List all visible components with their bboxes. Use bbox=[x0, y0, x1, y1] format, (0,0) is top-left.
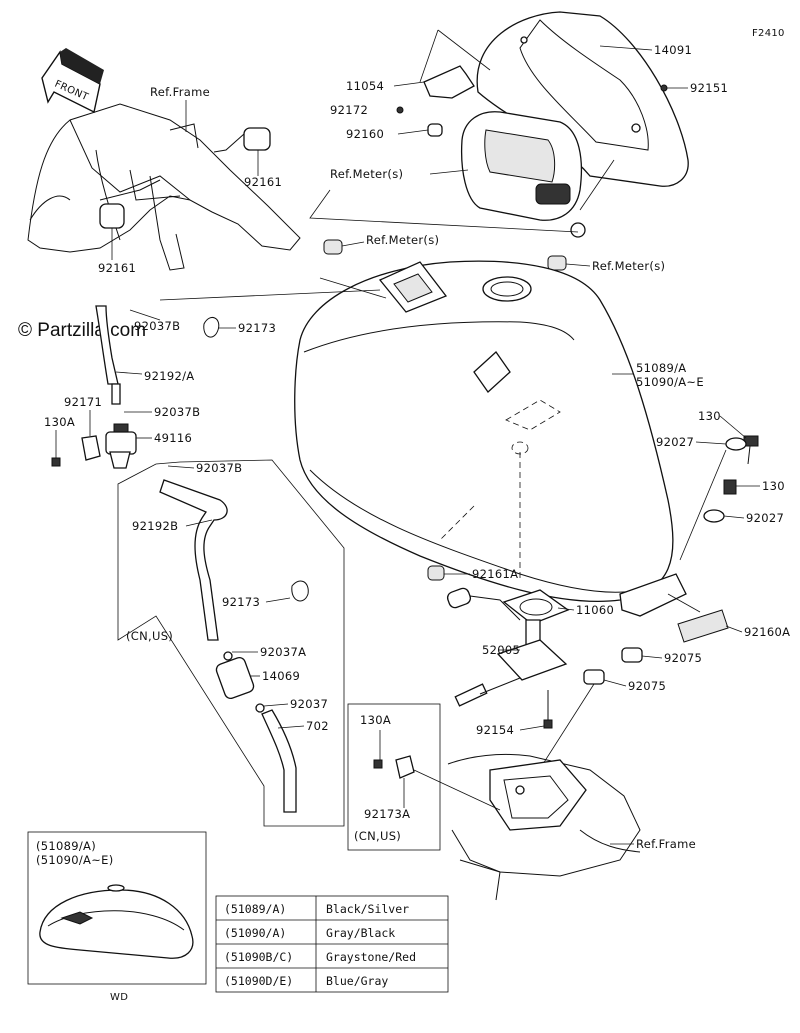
label-92173-a: 92173 bbox=[238, 321, 276, 335]
label-130-a: 130 bbox=[698, 409, 721, 423]
label-92037A: 92037A bbox=[260, 645, 306, 659]
label-92161-a: 92161 bbox=[244, 175, 282, 189]
label-92075-a: 92075 bbox=[664, 651, 702, 665]
label-92172: 92172 bbox=[330, 103, 368, 117]
label-92037B-a: 92037B bbox=[134, 319, 180, 333]
label-51089: 51089/A bbox=[636, 361, 686, 375]
label-130A-a: 130A bbox=[44, 415, 75, 429]
label-14091: 14091 bbox=[654, 43, 692, 57]
label-51090: 51090/A~E bbox=[636, 375, 704, 389]
label-92075-b: 92075 bbox=[628, 679, 666, 693]
frame-bottom-illustration bbox=[447, 753, 641, 901]
label-92160: 92160 bbox=[346, 127, 384, 141]
label-130A-b: 130A bbox=[360, 713, 391, 727]
ref-frame-bottom: Ref.Frame bbox=[636, 837, 696, 851]
label-130-b: 130 bbox=[762, 479, 785, 493]
label-702: 702 bbox=[306, 719, 329, 733]
frame-top-illustration bbox=[27, 103, 301, 271]
table-row-2-code: (51090/A) bbox=[224, 926, 286, 940]
table-row-4-color: Blue/Gray bbox=[326, 974, 388, 988]
label-92173-b: 92173 bbox=[222, 595, 260, 609]
label-92037: 92037 bbox=[290, 697, 328, 711]
table-row-1-color: Black/Silver bbox=[326, 902, 409, 916]
ref-meters-3: Ref.Meter(s) bbox=[592, 259, 665, 273]
inset-caption: WD bbox=[110, 992, 128, 1003]
table-row-1-code: (51089/A) bbox=[224, 902, 286, 916]
label-92173A: 92173A bbox=[364, 807, 410, 821]
label-92027-a: 92027 bbox=[656, 435, 694, 449]
meter-cover-illustration bbox=[396, 11, 689, 238]
front-arrow-icon: FRONT bbox=[41, 48, 104, 114]
label-92027-b: 92027 bbox=[746, 511, 784, 525]
bolt-130-a-icon bbox=[743, 435, 759, 465]
ref-frame-top: Ref.Frame bbox=[150, 85, 210, 99]
fuel-tank-illustration bbox=[294, 260, 687, 617]
table-row-2-color: Gray/Black bbox=[326, 926, 395, 940]
label-11054: 11054 bbox=[346, 79, 384, 93]
label-92192A: 92192/A bbox=[144, 369, 194, 383]
cn-us-box-b bbox=[347, 703, 441, 851]
table-row-3-color: Graystone/Red bbox=[326, 950, 416, 964]
watermark: © Partzilla.com bbox=[18, 320, 146, 341]
label-11060: 11060 bbox=[576, 603, 614, 617]
label-92161-b: 92161 bbox=[98, 261, 136, 275]
inset-box bbox=[27, 831, 207, 985]
cn-us-label-b: (CN,US) bbox=[354, 829, 401, 843]
inset-tank-illustration bbox=[39, 884, 194, 959]
label-92154: 92154 bbox=[476, 723, 514, 737]
inset-line-1: (51089/A) bbox=[36, 839, 96, 853]
label-92192B: 92192B bbox=[132, 519, 178, 533]
table-row-4-code: (51090D/E) bbox=[224, 974, 293, 988]
figure-code: F2410 bbox=[752, 28, 785, 39]
inset-line-2: (51090/A~E) bbox=[36, 853, 114, 867]
color-table: (51089/A) Black/Silver (51090/A) Gray/Bl… bbox=[215, 895, 449, 993]
label-92151: 92151 bbox=[690, 81, 728, 95]
ref-meters-1: Ref.Meter(s) bbox=[330, 167, 403, 181]
label-92160A: 92160A bbox=[744, 625, 790, 639]
cn-us-label-a: (CN,US) bbox=[126, 629, 173, 643]
label-14069: 14069 bbox=[262, 669, 300, 683]
label-49116: 49116 bbox=[154, 431, 192, 445]
fuel-pump-illustration bbox=[446, 587, 570, 729]
table-row-3-code: (51090B/C) bbox=[224, 950, 293, 964]
label-92037B-c: 92037B bbox=[196, 461, 242, 475]
label-92037B-b: 92037B bbox=[154, 405, 200, 419]
label-92171: 92171 bbox=[64, 395, 102, 409]
label-92161A: 92161A bbox=[472, 567, 518, 581]
ref-meters-2: Ref.Meter(s) bbox=[366, 233, 439, 247]
